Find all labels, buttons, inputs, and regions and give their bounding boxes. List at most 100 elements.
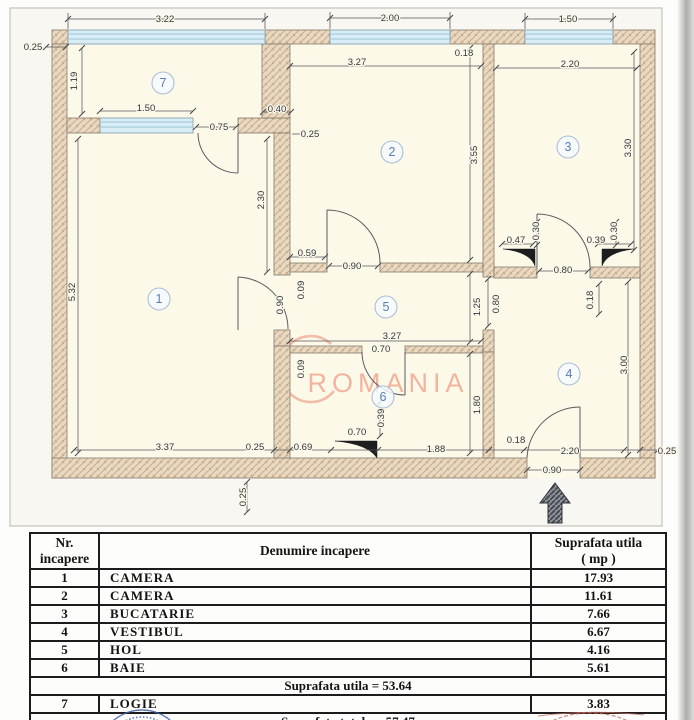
room-number-badge: 5: [374, 295, 398, 319]
dimension-label: 0.18: [507, 435, 526, 446]
svg-text:3: 3: [565, 140, 572, 154]
room-area-cell: 7.66: [530, 604, 667, 624]
svg-text:5: 5: [383, 300, 390, 314]
red-stamp: [524, 706, 664, 720]
dimension-label: 0.30: [609, 222, 620, 241]
dimension-label: 0.70: [348, 427, 367, 438]
room-name-cell: VESTIBUL: [98, 622, 532, 642]
header-line: ( mp ): [581, 551, 616, 566]
dimension-label: 0.90: [343, 261, 362, 272]
col-header-denumire: Denumire incapere: [98, 532, 532, 570]
dimension-label: 0.18: [455, 48, 474, 59]
room-number-badge: 1: [147, 287, 171, 311]
dimension-label: 0.30: [531, 222, 542, 241]
room-name-cell: BAIE: [98, 658, 532, 678]
room-number-badge: 6: [371, 385, 395, 409]
dimension-lines: [46, 12, 658, 512]
room-area-cell: 11.61: [530, 586, 667, 606]
room-number-badge: 4: [557, 362, 581, 386]
room-schedule-table: Nr. incapere Denumire incapere Suprafata…: [29, 532, 667, 720]
dimension-label: 1.25: [472, 298, 483, 317]
col-header-suprafata: Suprafata utila ( mp ): [530, 532, 667, 570]
svg-text:2: 2: [389, 145, 396, 159]
dimension-label: 0.69: [294, 442, 313, 453]
svg-text:7: 7: [160, 76, 167, 90]
dimension-label: 3.55: [469, 146, 480, 165]
room-name-cell: LOGIE: [98, 694, 532, 714]
room-number-badge: 3: [556, 135, 580, 159]
room-name-cell: BUCATARIE: [98, 604, 532, 624]
dimension-label: 2.20: [561, 446, 580, 457]
subtotal-row: Suprafata utila = 53.64: [29, 676, 667, 696]
dimension-label: 0.25: [301, 129, 320, 140]
window: [99, 117, 194, 134]
scan-edge-shadow: [677, 0, 694, 720]
window: [329, 29, 451, 45]
total-row: Suprafata totala = 57.47: [29, 712, 667, 720]
room-number-cell: 6: [29, 658, 100, 678]
dimension-label: 0.90: [275, 296, 286, 315]
room-area-cell: 4.16: [530, 640, 667, 660]
dimension-label: 2.30: [256, 191, 267, 210]
apartment-footprint: [52, 30, 655, 478]
dimension-label: 0.40: [268, 104, 287, 115]
dimension-label: 0.09: [296, 360, 307, 379]
dimension-label: 0.80: [491, 295, 502, 314]
total-cell: Suprafata totala = 57.47: [29, 712, 667, 720]
dimension-label: 0.39: [587, 235, 606, 246]
dimension-label: 0.59: [298, 248, 317, 259]
col-header-nr-incapere: Nr. incapere: [29, 532, 100, 570]
dimension-label: 2.00: [381, 13, 400, 24]
walls: [51, 29, 656, 479]
dimension-label: 1.80: [472, 396, 483, 415]
dimension-label: 2.20: [561, 59, 580, 70]
dimension-ticks: [42, 14, 662, 516]
room-area-cell: 5.61: [530, 658, 667, 678]
windows: [67, 29, 614, 134]
window: [524, 29, 614, 45]
flue-symbols: [334, 248, 635, 459]
dimension-label: 0.25: [24, 42, 43, 53]
watermark: ROMANIA: [278, 334, 464, 404]
dimension-label: 0.47: [507, 235, 526, 246]
dimension-label: 0.75: [210, 122, 229, 133]
dimension-label: 0.90: [543, 465, 562, 476]
blue-round-stamp: [86, 704, 198, 720]
room-number-cell: 7: [29, 694, 100, 714]
room-name-cell: HOL: [98, 640, 532, 660]
room-number-cell: 4: [29, 622, 100, 642]
dimension-label: 0.80: [554, 265, 573, 276]
room-number-badge: 2: [380, 140, 404, 164]
dimension-label: 3.30: [623, 139, 634, 158]
room-area-cell: 17.93: [530, 568, 667, 588]
header-line: Suprafata utila: [554, 535, 643, 551]
dimension-label: 0.25: [658, 446, 677, 457]
dimension-label: 3.00: [619, 356, 630, 375]
entrance-arrow-icon: [539, 482, 571, 524]
room-name-cell: CAMERA: [98, 586, 532, 606]
floor-plan-drawing: ROMANIA: [9, 7, 678, 527]
dimension-label: 0.39: [376, 409, 387, 428]
dimension-label: 1.50: [137, 103, 156, 114]
subtotal-cell: Suprafata utila = 53.64: [29, 676, 667, 696]
room-number-cell: 5: [29, 640, 100, 660]
dimension-label: 1.50: [559, 14, 578, 25]
room-name-cell: CAMERA: [98, 568, 532, 588]
dimension-label: 1.88: [427, 444, 446, 455]
dimension-label: 3.37: [156, 442, 175, 453]
room-number-badge: 7: [151, 71, 175, 95]
window: [67, 29, 266, 45]
svg-text:1: 1: [156, 292, 163, 306]
dimension-label: 0.09: [296, 281, 307, 300]
header-line: Nr.: [55, 535, 74, 551]
dimension-label: 3.27: [348, 57, 367, 68]
room-number-cell: 2: [29, 586, 100, 606]
